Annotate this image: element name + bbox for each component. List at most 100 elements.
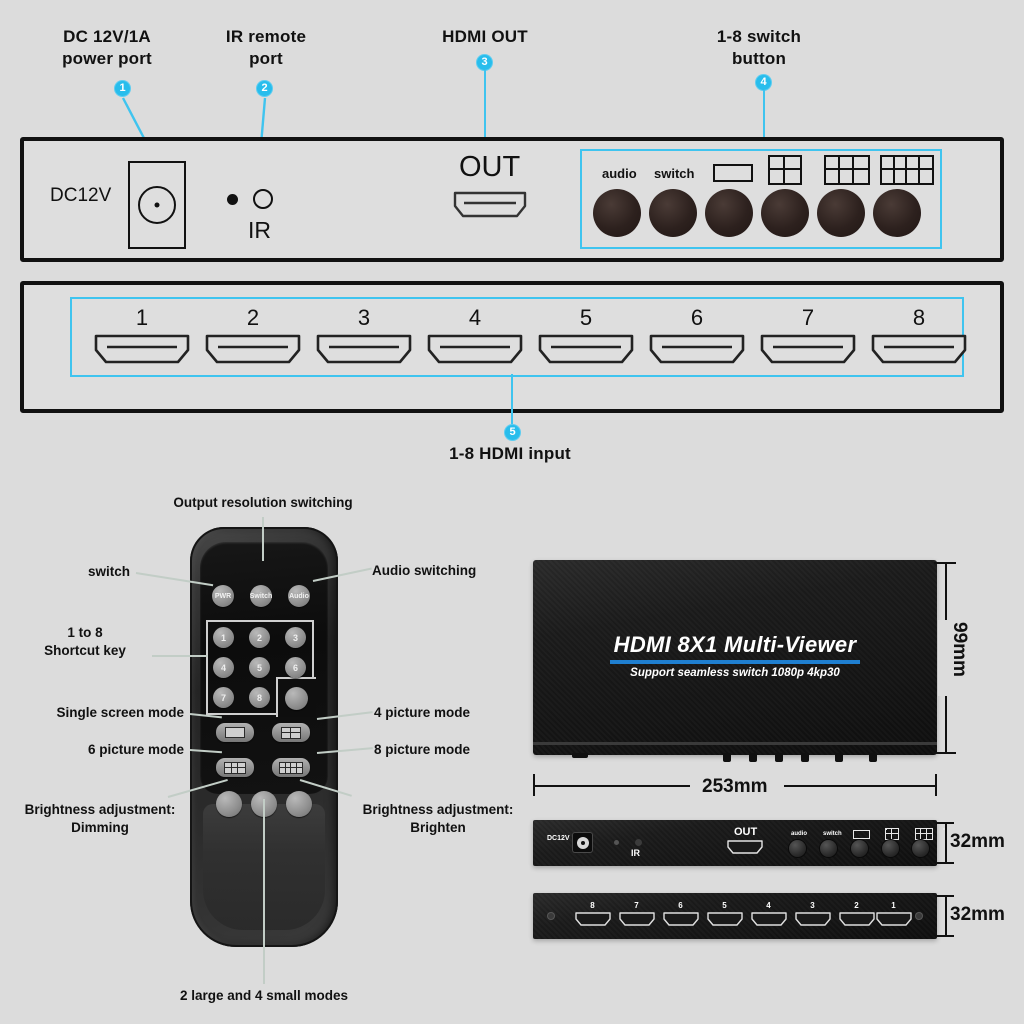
hdmi-input-number-3: 3 (357, 305, 371, 330)
audio-button[interactable] (593, 189, 641, 237)
photo-audio-button[interactable] (789, 840, 806, 857)
photo-rear-port-8: 8 (572, 901, 613, 926)
product-connector-3 (775, 753, 783, 762)
switch-button[interactable] (649, 189, 697, 237)
hdmi-input-6: 6 (641, 305, 753, 365)
remote-key-5[interactable]: 5 (249, 657, 270, 678)
single-screen-button[interactable] (705, 189, 753, 237)
photo-six-picture-button[interactable] (912, 840, 929, 857)
photo-ir-receiver (635, 839, 642, 846)
four-picture-button[interactable] (761, 189, 809, 237)
callout-label-1: DC 12V/1A power port (62, 27, 152, 68)
front-panel-drawing: DC12V IR OUT audio switch (20, 137, 1004, 262)
hdmi-input-3: 3 (308, 305, 420, 365)
hdmi-input-number-1: 1 (135, 305, 149, 330)
dimension-line-depth-rear (945, 895, 947, 937)
single-screen-icon (713, 164, 753, 182)
photo-rear-port-2: 2 (836, 901, 877, 926)
hdmi-input-number-7: 7 (801, 305, 815, 330)
remote-single-screen-mode-button[interactable] (216, 723, 254, 742)
dc12v-label: DC12V (50, 185, 112, 206)
remote-six-picture-mode-button[interactable] (216, 758, 254, 777)
remote-audio-button[interactable]: Audio (288, 585, 310, 607)
remote-key-7[interactable]: 7 (213, 687, 234, 708)
six-picture-icon (824, 155, 870, 185)
product-branding: HDMI 8X1 Multi-Viewer Support seamless s… (533, 632, 937, 679)
photo-rear-port-1: 1 (873, 901, 914, 926)
product-connector-6 (869, 753, 877, 762)
leader-line-1 (112, 96, 148, 144)
photo-rear-port-number-6: 6 (678, 901, 683, 910)
remote-dimming-button[interactable] (216, 791, 242, 817)
callout-label-5: 1-8 HDMI input (449, 444, 571, 463)
remote-key-1[interactable]: 1 (213, 627, 234, 648)
dc-jack-pin (154, 202, 160, 208)
product-bottom-edge (533, 742, 937, 745)
photo-switch-button[interactable] (820, 840, 837, 857)
remote-power-button[interactable]: PWR (212, 585, 234, 607)
dimension-tick-height-bottom (934, 752, 956, 754)
remote-leader-two-large-four-small (263, 799, 265, 984)
dimension-tick-depth-front-top (936, 822, 954, 824)
product-foot-left (572, 753, 588, 758)
remote-label-eight-picture: 8 picture mode (374, 742, 471, 757)
photo-dc-jack (572, 832, 593, 853)
remote-label-output-resolution: Output resolution switching (173, 495, 353, 510)
photo-rear-port-5: 5 (704, 901, 745, 926)
button-label-switch: switch (654, 166, 695, 181)
remote-label-switch: switch (87, 564, 130, 579)
photo-hdmi-out (727, 840, 763, 859)
brand-underline (609, 660, 861, 664)
eight-picture-button[interactable] (873, 189, 921, 237)
hdmi-out-port (452, 190, 528, 219)
product-connector-4 (801, 753, 809, 762)
remote-label-single-screen: Single screen mode (56, 705, 184, 720)
remote-label-shortcut-key: 1 to 8 Shortcut key (44, 625, 126, 658)
photo-out-label: OUT (734, 826, 758, 838)
photo-button-label-switch: switch (823, 831, 842, 837)
photo-button-label-audio: audio (791, 831, 807, 837)
hdmi-input-8: 8 (863, 305, 975, 365)
four-picture-icon (768, 155, 802, 185)
remote-key-6[interactable]: 6 (285, 657, 306, 678)
hdmi-input-1: 1 (86, 305, 198, 365)
six-picture-button[interactable] (817, 189, 865, 237)
remote-blank-key[interactable] (285, 687, 308, 710)
photo-six-picture-icon (915, 828, 933, 840)
product-photo-rear-panel: 8 7 6 5 4 3 2 1 (533, 893, 937, 939)
dimension-tick-width-right (935, 774, 937, 796)
dimension-tick-depth-rear-top (936, 895, 954, 897)
remote-key-4[interactable]: 4 (213, 657, 234, 678)
remote-leader-shortcut-key (152, 655, 208, 657)
photo-ir-label: IR (631, 848, 640, 858)
remote-switch-button[interactable]: Switch (250, 585, 272, 607)
product-photo-front-panel: DC12V IR OUT audio switch (533, 820, 937, 866)
dimension-label-width: 253mm (702, 776, 768, 797)
dimension-height-mask (938, 620, 954, 696)
remote-eight-picture-mode-button[interactable] (272, 758, 310, 777)
eight-picture-mode-icon (279, 761, 303, 774)
photo-eight-picture-icon (885, 828, 887, 830)
remote-label-two-large-four-small: 2 large and 4 small modes (179, 988, 349, 1003)
photo-rear-port-3: 3 (792, 901, 833, 926)
ir-led-dot (227, 194, 238, 205)
callout-label-4: 1-8 switch button (716, 27, 802, 68)
remote-brighten-button[interactable] (286, 791, 312, 817)
photo-rear-port-7: 7 (616, 901, 657, 926)
remote-four-picture-mode-button[interactable] (272, 723, 310, 742)
remote-key-3[interactable]: 3 (285, 627, 306, 648)
hdmi-input-number-5: 5 (579, 305, 593, 330)
hdmi-input-5: 5 (530, 305, 642, 365)
keypad-highlight (206, 620, 314, 715)
four-picture-mode-icon (281, 726, 301, 739)
out-label: OUT (459, 151, 521, 183)
ir-label: IR (248, 217, 271, 243)
photo-single-screen-button[interactable] (851, 840, 868, 857)
brand-subtitle: Support seamless switch 1080p 4kp30 (630, 667, 840, 679)
remote-key-2[interactable]: 2 (249, 627, 270, 648)
photo-four-picture-button[interactable] (882, 840, 899, 857)
remote-key-8[interactable]: 8 (249, 687, 270, 708)
six-picture-mode-icon (224, 761, 246, 774)
product-connector-1 (723, 753, 731, 762)
remote-label-audio-switching: Audio switching (372, 563, 477, 578)
